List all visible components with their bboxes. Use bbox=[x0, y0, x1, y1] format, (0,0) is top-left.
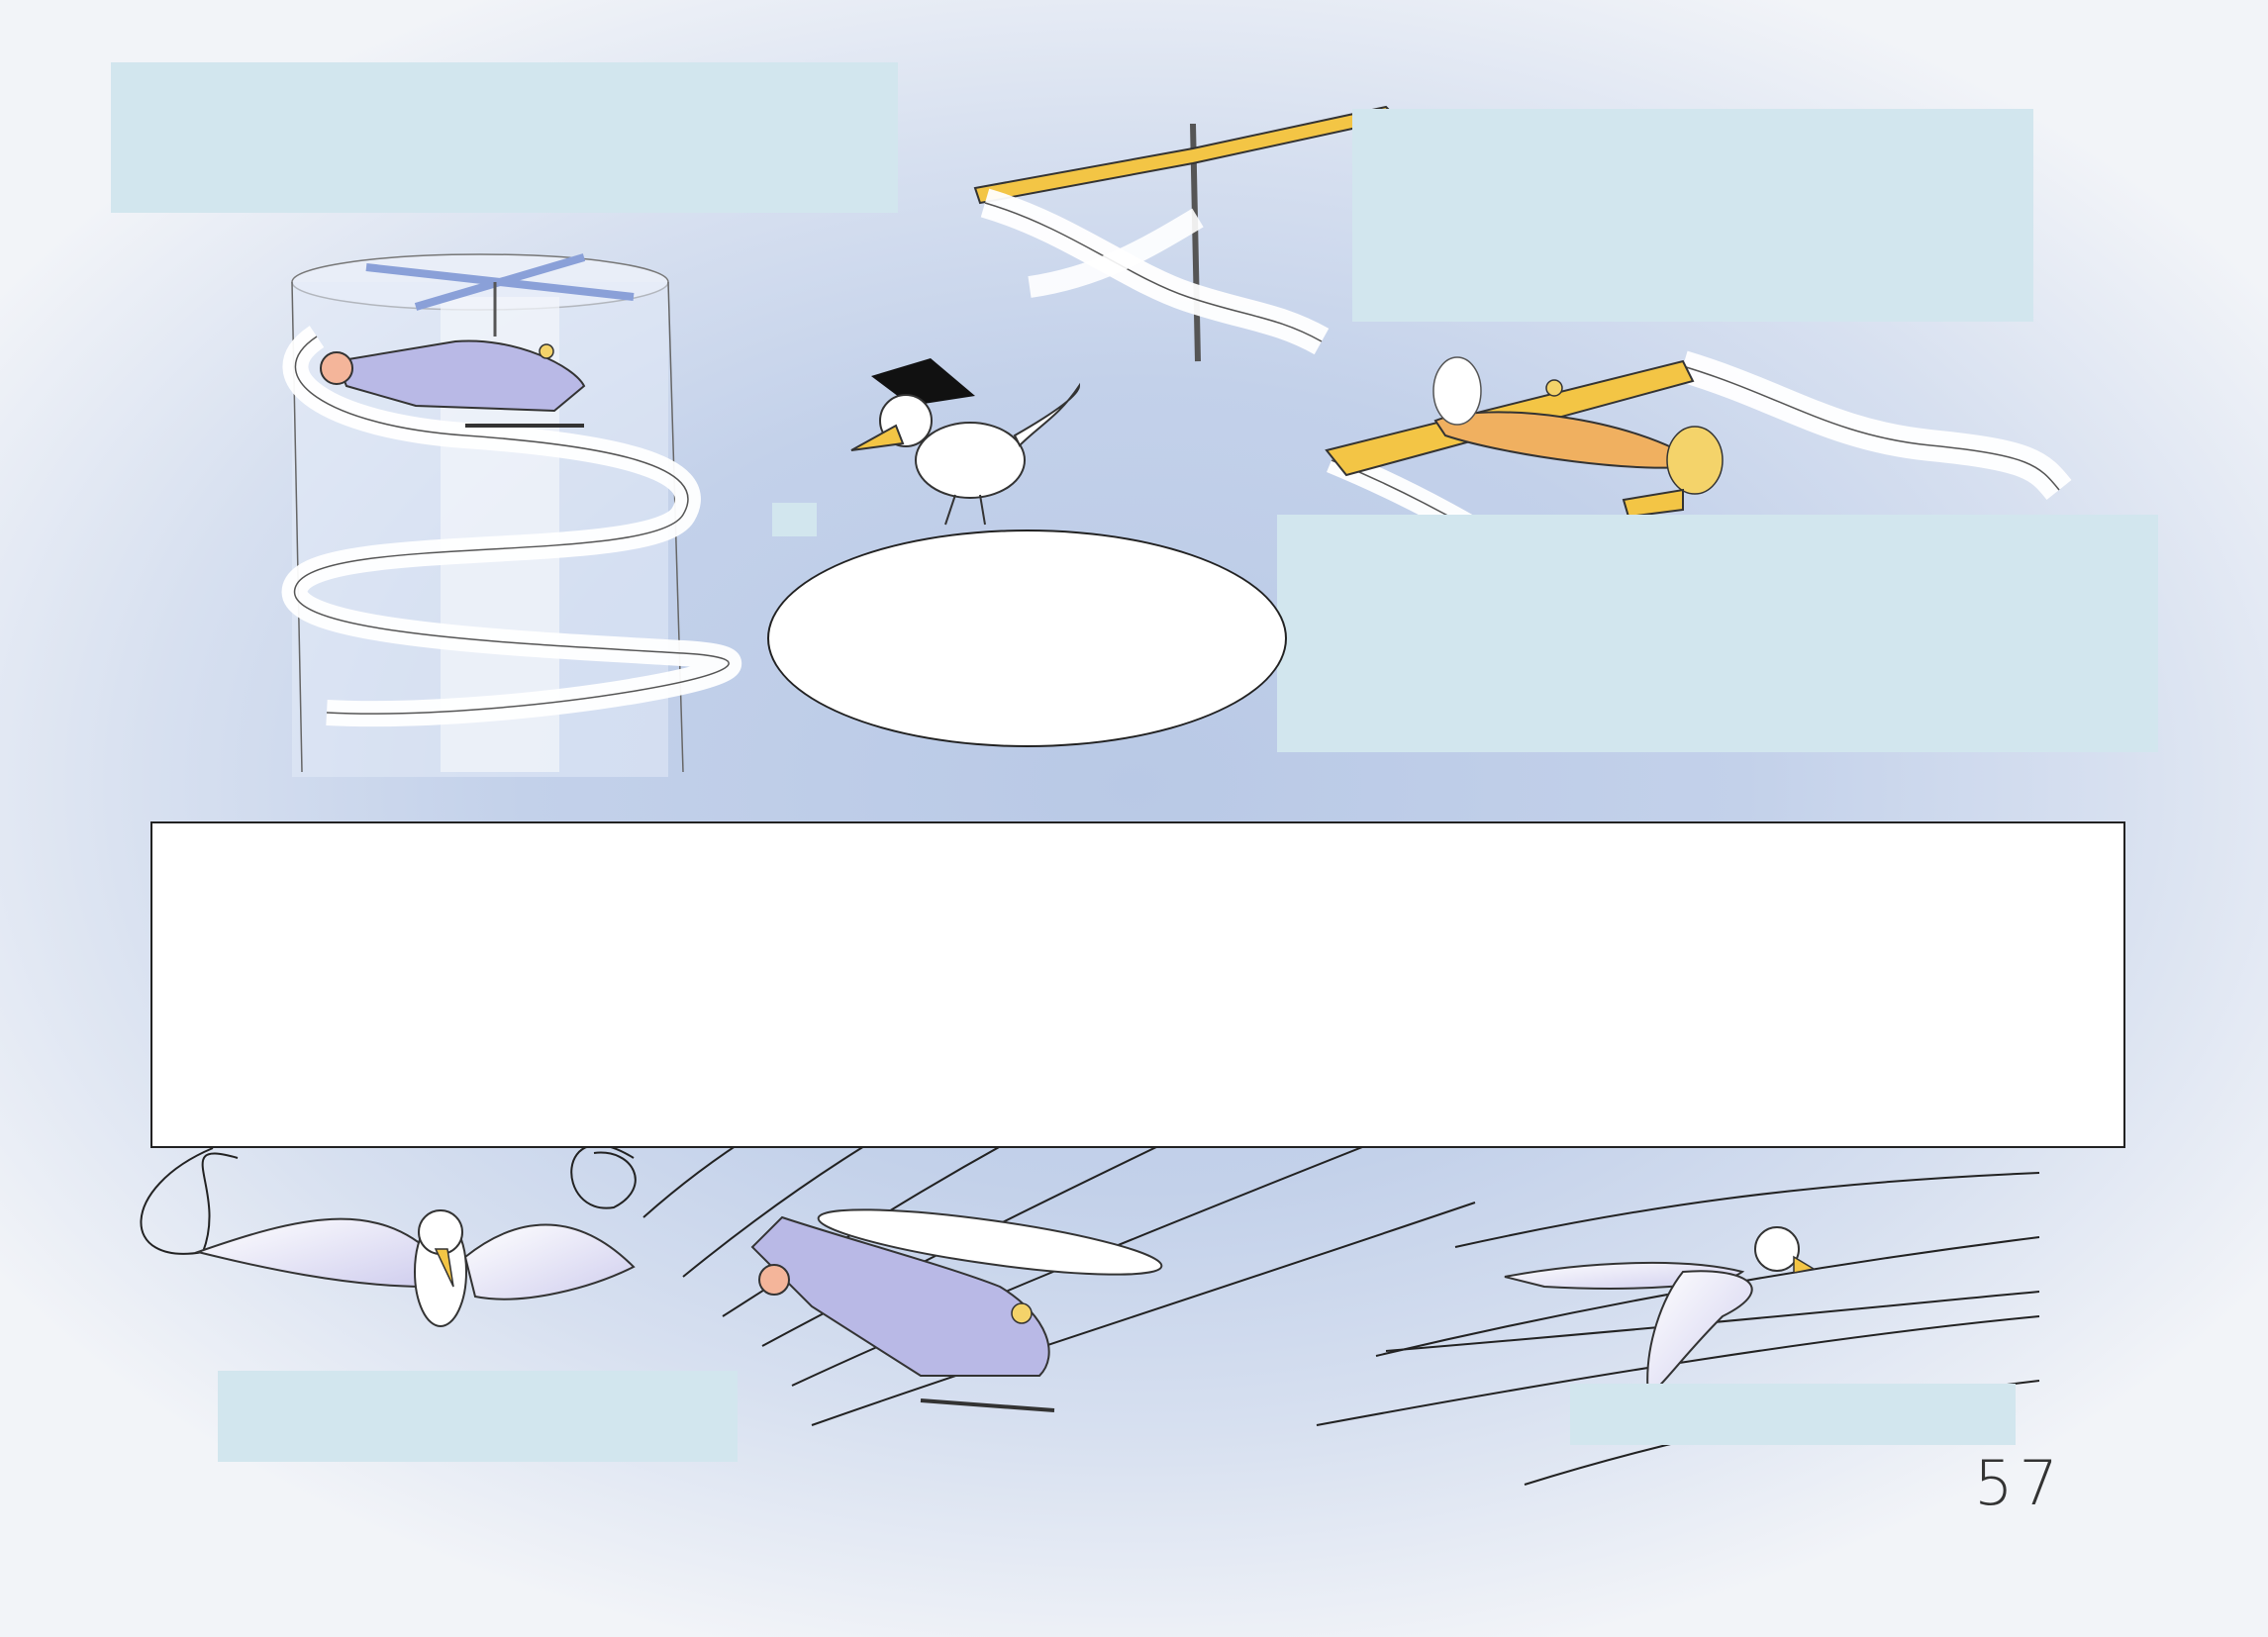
bottom-left-label bbox=[218, 1371, 738, 1462]
text-banner bbox=[150, 821, 2125, 1148]
top-right-label bbox=[1352, 109, 2033, 322]
page-number: 57 bbox=[1974, 1447, 2064, 1519]
rotating-blade-illustration bbox=[973, 105, 1401, 362]
hovering-bird-illustration bbox=[140, 1143, 637, 1327]
middle-right-label bbox=[1277, 515, 2158, 752]
top-left-label bbox=[111, 62, 898, 213]
professor-bird-illustration bbox=[850, 358, 1081, 526]
speech-bubble bbox=[767, 530, 1287, 747]
helicopter-vortex-illustration bbox=[281, 253, 742, 777]
bottom-right-label bbox=[1570, 1384, 2016, 1445]
small-label bbox=[772, 503, 817, 536]
